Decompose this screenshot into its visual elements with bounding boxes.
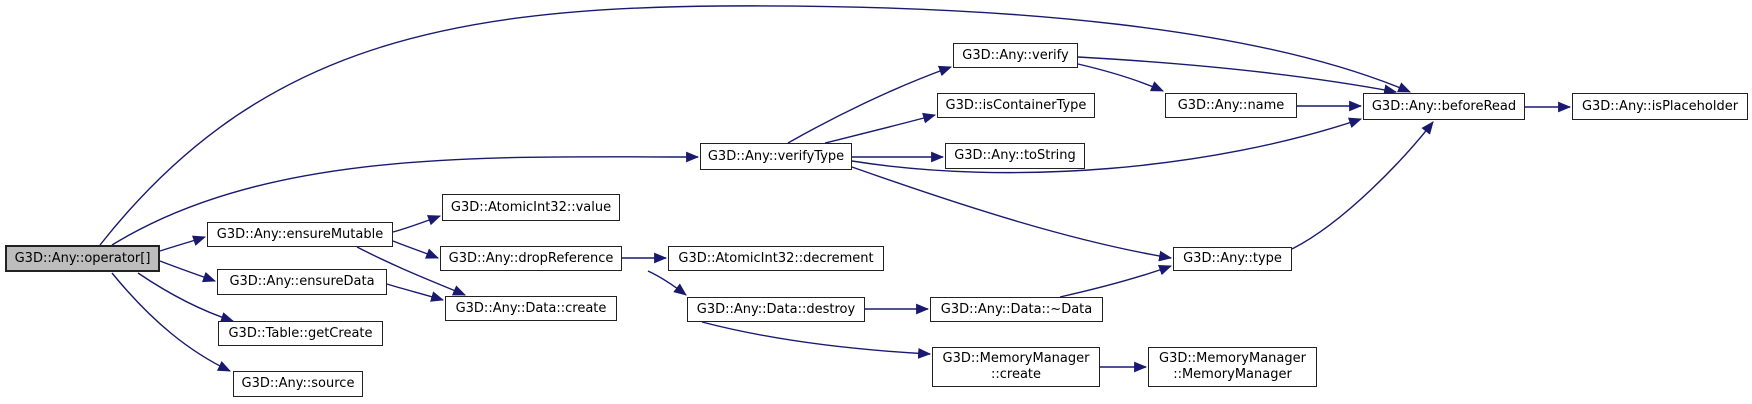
edge-verifyType-to-verify — [787, 65, 953, 144]
edge-verifyType-to-type — [851, 166, 1173, 262]
edge-ensureMutable-to-dataCreate — [356, 246, 466, 296]
edge-op-to-beforeRead — [99, 5, 1411, 246]
node-mmCtor[interactable]: G3D::MemoryManager ::MemoryManager — [1148, 347, 1317, 387]
edge-op-to-ensureMutable — [159, 235, 207, 252]
edge-ensureMutable-to-dropReference — [392, 240, 440, 259]
node-type[interactable]: G3D::Any::type — [1173, 247, 1292, 271]
node-op[interactable]: G3D::Any::operator[] — [5, 245, 160, 272]
edge-ensureData-to-dataCreate — [386, 283, 445, 302]
edge-verify-to-beforeRead — [1077, 56, 1398, 96]
node-toString[interactable]: G3D::Any::toString — [945, 143, 1085, 169]
node-getCreate[interactable]: G3D::Table::getCreate — [218, 321, 383, 346]
node-ensureMutable[interactable]: G3D::Any::ensureMutable — [207, 222, 393, 247]
edge-ensureMutable-to-value — [392, 215, 442, 233]
node-beforeRead[interactable]: G3D::Any::beforeRead — [1363, 93, 1525, 120]
edge-op-to-source — [111, 272, 231, 372]
node-verify[interactable]: G3D::Any::verify — [953, 43, 1078, 68]
edge-op-to-getCreate — [137, 272, 235, 323]
node-dtorData[interactable]: G3D::Any::Data::~Data — [930, 297, 1103, 322]
edge-verifyType-to-beforeRead — [851, 117, 1363, 174]
node-ensureData[interactable]: G3D::Any::ensureData — [217, 269, 387, 295]
edge-dtorData-to-type — [1059, 264, 1173, 298]
edge-dropReference-to-destroy — [647, 270, 687, 296]
edge-op-to-ensureData — [159, 260, 217, 283]
node-source[interactable]: G3D::Any::source — [233, 371, 363, 397]
node-isContainerType[interactable]: G3D::isContainerType — [937, 93, 1095, 118]
edge-type-to-beforeRead — [1291, 121, 1434, 250]
node-dropReference[interactable]: G3D::Any::dropReference — [440, 246, 622, 271]
node-destroy[interactable]: G3D::Any::Data::destroy — [687, 297, 865, 322]
edge-destroy-to-mmCreate — [701, 321, 932, 359]
edge-verifyType-to-isContainerType — [824, 112, 937, 144]
node-dataCreate[interactable]: G3D::Any::Data::create — [445, 296, 617, 321]
edge-verify-to-name — [1077, 63, 1164, 92]
node-decrement[interactable]: G3D::AtomicInt32::decrement — [668, 246, 884, 271]
edge-op-to-verifyType — [111, 151, 700, 246]
node-name[interactable]: G3D::Any::name — [1165, 93, 1297, 118]
node-isPlaceholder[interactable]: G3D::Any::isPlaceholder — [1572, 93, 1748, 120]
node-verifyType[interactable]: G3D::Any::verifyType — [700, 143, 852, 170]
node-value[interactable]: G3D::AtomicInt32::value — [442, 194, 620, 221]
node-mmCreate[interactable]: G3D::MemoryManager ::create — [932, 347, 1100, 387]
